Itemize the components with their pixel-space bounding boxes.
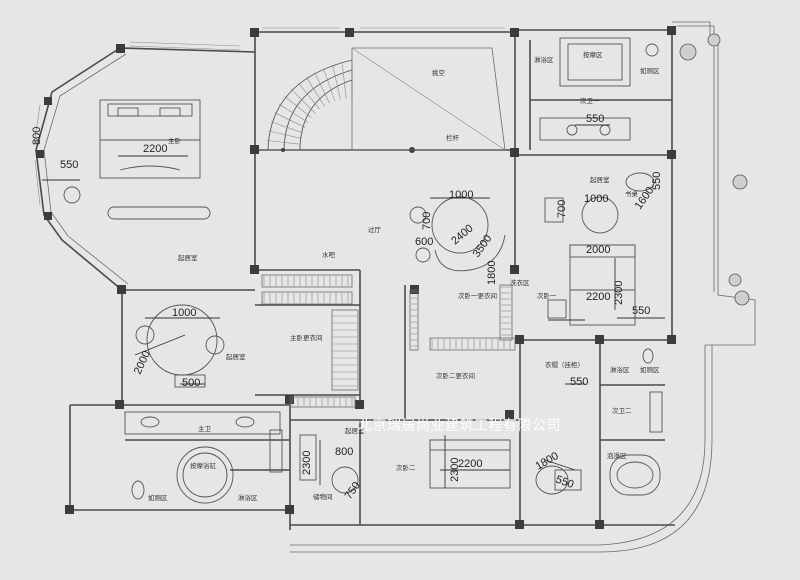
label-master-closet: 主卧更衣间 <box>290 333 323 342</box>
master-bath-fixtures <box>124 411 283 504</box>
label-bath-tub: 按摩浴缸 <box>190 461 217 470</box>
label-void: 挑空 <box>432 68 446 77</box>
label-hall: 过厅 <box>368 225 382 234</box>
dim-1000b: 1000 <box>449 189 473 201</box>
label-toilet-left: 如厕区 <box>148 493 168 502</box>
label-living-right: 起居室 <box>590 175 610 184</box>
label-water-bar: 水吧 <box>322 250 336 259</box>
dim-550e: 550 <box>570 376 588 388</box>
dim-800b: 800 <box>335 446 353 458</box>
small-stair <box>331 309 359 391</box>
outer-walls <box>35 21 756 553</box>
dim-3500: 3500 <box>471 233 495 260</box>
dim-1000c: 1000 <box>584 193 608 205</box>
label-living-left-small: 起居室 <box>226 352 246 361</box>
label-toilet-br: 如厕区 <box>640 365 660 374</box>
windows <box>33 27 505 206</box>
drawing-line <box>268 130 302 139</box>
terrace-plants <box>679 33 750 306</box>
secondbedroom-two-furniture <box>299 434 661 496</box>
room-labels: 主卧 起居室 起居室 主卧更衣间 主卫 按摩浴缸 如厕区 淋浴区 挑空 栏杆 过… <box>148 50 660 502</box>
dim-1800a: 1800 <box>486 261 498 285</box>
drawing-line <box>284 96 312 118</box>
dim-550c: 550 <box>651 172 663 190</box>
dim-2200c: 2200 <box>458 458 482 470</box>
side-table <box>174 374 206 388</box>
label-laundry: 洗衣区 <box>510 278 530 287</box>
label-secondbath-one: 次卫一 <box>580 96 600 105</box>
dim-2200b: 2200 <box>586 291 610 303</box>
dim-550b: 550 <box>586 113 604 125</box>
label-shower-br: 淋浴区 <box>610 365 630 374</box>
drawing-line <box>342 64 347 99</box>
dim-2300a: 2300 <box>613 281 625 305</box>
drawing-line <box>274 112 306 128</box>
dim-2300b: 2300 <box>301 451 313 475</box>
dimension-lines <box>42 124 665 488</box>
drawing-line <box>298 82 320 110</box>
dim-700b: 700 <box>556 200 568 218</box>
drawing-line <box>314 72 330 104</box>
label-storage: 储物间 <box>313 492 333 501</box>
dim-800: 800 <box>31 127 43 145</box>
dim-600: 600 <box>415 236 433 248</box>
drawing-line <box>266 140 301 145</box>
dim-700a: 700 <box>421 212 433 230</box>
label-second-bedroom-two: 次卧二 <box>396 463 416 472</box>
label-secondbath-two: 次卫二 <box>612 406 632 415</box>
label-toilet-tr: 如厕区 <box>640 66 660 75</box>
drawing-line <box>305 77 325 107</box>
label-shower-tr: 淋浴区 <box>534 55 554 64</box>
label-desk: 书桌 <box>625 189 639 198</box>
label-shower-left: 淋浴区 <box>238 493 258 502</box>
chair-left <box>63 186 81 204</box>
dimension-texts: 800 550 2200 1000 2000 500 1000 700 2400… <box>31 113 663 502</box>
right-bed <box>544 172 655 326</box>
label-closet-two: 次卧二更衣间 <box>436 371 475 380</box>
spiral-staircase <box>260 59 500 153</box>
drawing-line <box>270 121 304 134</box>
dim-2400: 2400 <box>449 222 475 247</box>
secondbath-one-fixtures <box>539 37 659 141</box>
label-wardrobe-note: 衣帽（挂柜） <box>545 360 584 369</box>
label-bath-br: 泡澡区 <box>607 451 627 460</box>
hall-round-table <box>409 196 506 272</box>
drawing-line <box>332 66 341 100</box>
right-lower-fixtures <box>642 348 663 433</box>
dim-550f: 550 <box>554 474 575 492</box>
label-massage-tr: 按摩区 <box>583 50 603 59</box>
dim-550d: 550 <box>632 305 650 317</box>
dim-550a: 550 <box>60 159 78 171</box>
dim-2200a: 2200 <box>143 143 167 155</box>
company-watermark: 北京瑞居尚业建筑工程有限公司 <box>358 418 561 434</box>
closet-shelving <box>261 274 516 408</box>
drawing-line <box>323 68 336 102</box>
label-living-mid: 起居室 <box>345 426 365 435</box>
dim-1000a: 1000 <box>172 307 196 319</box>
columns <box>36 26 676 529</box>
dim-1800b: 1800 <box>534 450 561 473</box>
label-railing: 栏杆 <box>446 133 460 142</box>
label-second-bedroom-one: 次卧一 <box>537 291 557 300</box>
dim-2000a: 2000 <box>132 349 153 376</box>
label-master-bath: 主卫 <box>198 424 212 433</box>
label-closet-one: 次卧一更衣间 <box>458 291 497 300</box>
drawing-line <box>290 88 316 114</box>
drawing-line <box>279 103 309 123</box>
dim-2000b: 2000 <box>586 244 610 256</box>
master-bed-bench <box>107 206 211 220</box>
label-living-left: 起居室 <box>178 253 198 262</box>
label-master-bedroom: 主卧 <box>168 136 182 145</box>
dim-500: 500 <box>182 377 200 389</box>
master-bed <box>99 99 201 179</box>
dim-2300c: 2300 <box>449 458 461 482</box>
